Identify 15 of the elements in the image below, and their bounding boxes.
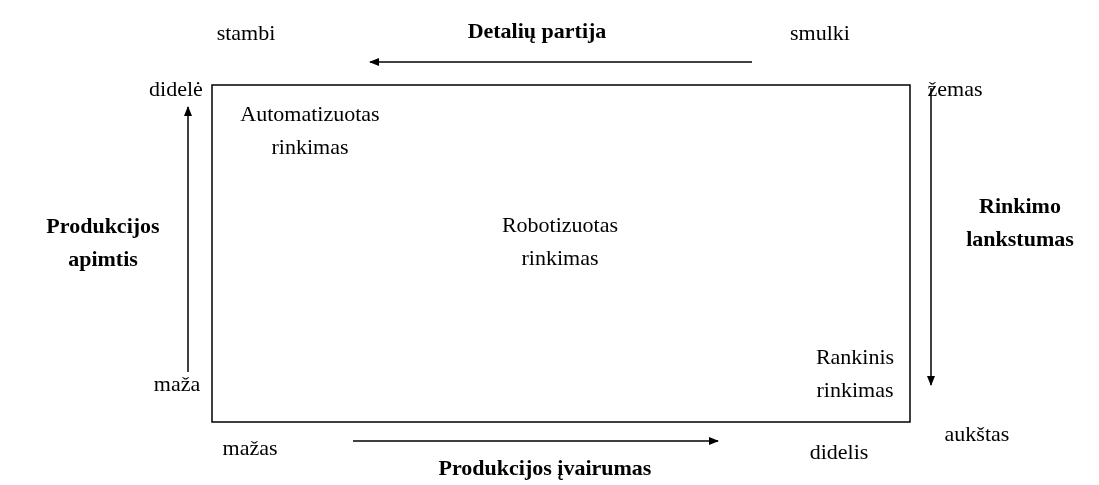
axis-end-label: mažas [221,434,279,462]
axis-end-label: stambi [215,19,277,47]
axis-title: Detalių partija [466,17,608,45]
axis-end-label: maža [152,370,202,398]
axis-end-label: smulki [789,19,851,47]
quadrant-label: Robotizuotas rinkimas [500,211,620,272]
axis-end-label: didelė [148,75,204,103]
axis-end-label: didelis [808,438,870,466]
axis-title: Produkcijos apimtis [45,212,161,273]
axis-title: Rinkimo lankstumas [965,192,1075,253]
quadrant-label: Automatizuotas rinkimas [239,100,381,161]
axis-end-label: aukštas [943,420,1011,448]
quadrant-label: Rankinis rinkimas [814,343,896,404]
axis-title: Produkcijos įvairumas [437,454,653,482]
axis-end-label: žemas [926,75,984,103]
